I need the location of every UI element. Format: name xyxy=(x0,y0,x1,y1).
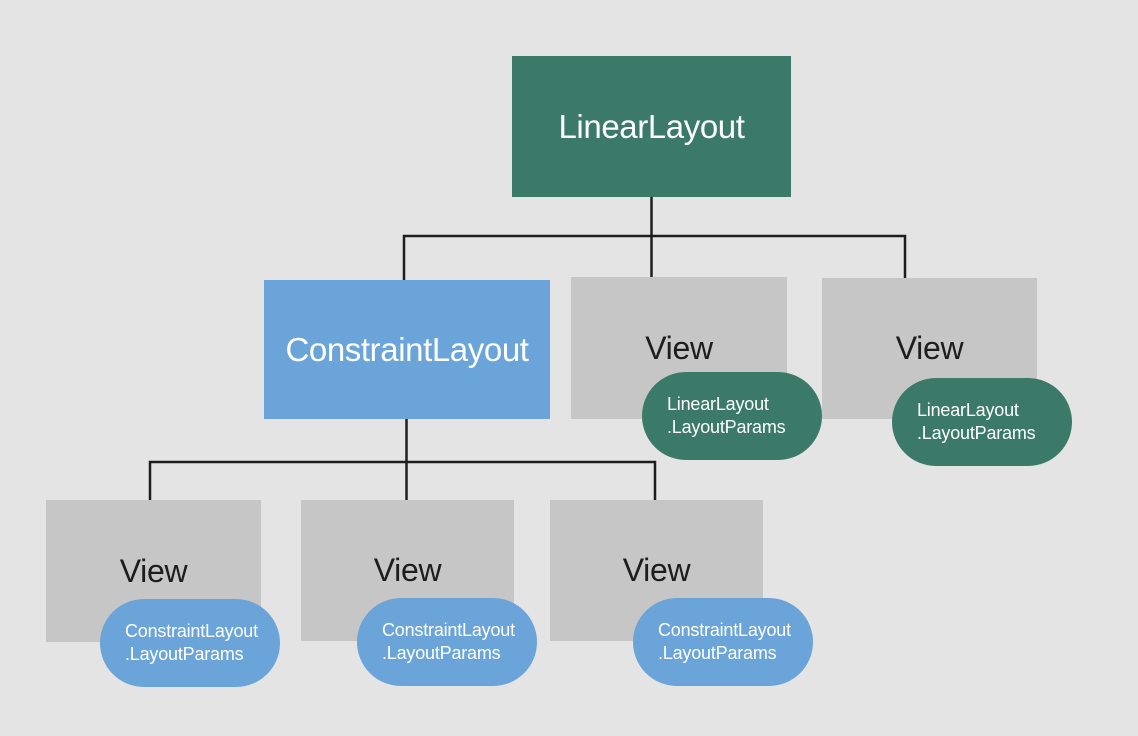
node-constraintlayout: ConstraintLayout xyxy=(264,280,550,419)
badge-constraintlayout-layoutparams: ConstraintLayout .LayoutParams xyxy=(357,598,537,686)
node-view-label: View xyxy=(622,552,691,588)
node-view-label: View xyxy=(373,552,442,588)
badge-line-1: ConstraintLayout xyxy=(658,620,791,640)
badge-constraintlayout-layoutparams: ConstraintLayout .LayoutParams xyxy=(100,599,280,687)
node-linearlayout: LinearLayout xyxy=(512,56,791,197)
badge-line-1: LinearLayout xyxy=(667,394,769,414)
badge-constraintlayout-layoutparams: ConstraintLayout .LayoutParams xyxy=(633,598,813,686)
badge-line-2: .LayoutParams xyxy=(382,643,501,663)
badge-line-2: .LayoutParams xyxy=(125,644,244,664)
badge-line-1: LinearLayout xyxy=(917,400,1019,420)
node-view-label: View xyxy=(645,329,713,366)
badge-line-2: .LayoutParams xyxy=(667,417,786,437)
badge-line-1: ConstraintLayout xyxy=(125,621,258,641)
node-constraintlayout-label: ConstraintLayout xyxy=(285,330,529,368)
badge-linearlayout-layoutparams: LinearLayout .LayoutParams xyxy=(642,372,822,460)
connector-constraint-branch xyxy=(148,460,657,500)
badge-line-2: .LayoutParams xyxy=(658,643,777,663)
badge-line-2: .LayoutParams xyxy=(917,423,1036,443)
node-view-label: View xyxy=(119,552,188,589)
badge-line-1: ConstraintLayout xyxy=(382,620,515,640)
node-view-label: View xyxy=(895,330,964,366)
node-linearlayout-label: LinearLayout xyxy=(558,107,745,145)
badge-linearlayout-layoutparams: LinearLayout .LayoutParams xyxy=(892,378,1072,466)
connector-root-branch xyxy=(402,234,907,280)
